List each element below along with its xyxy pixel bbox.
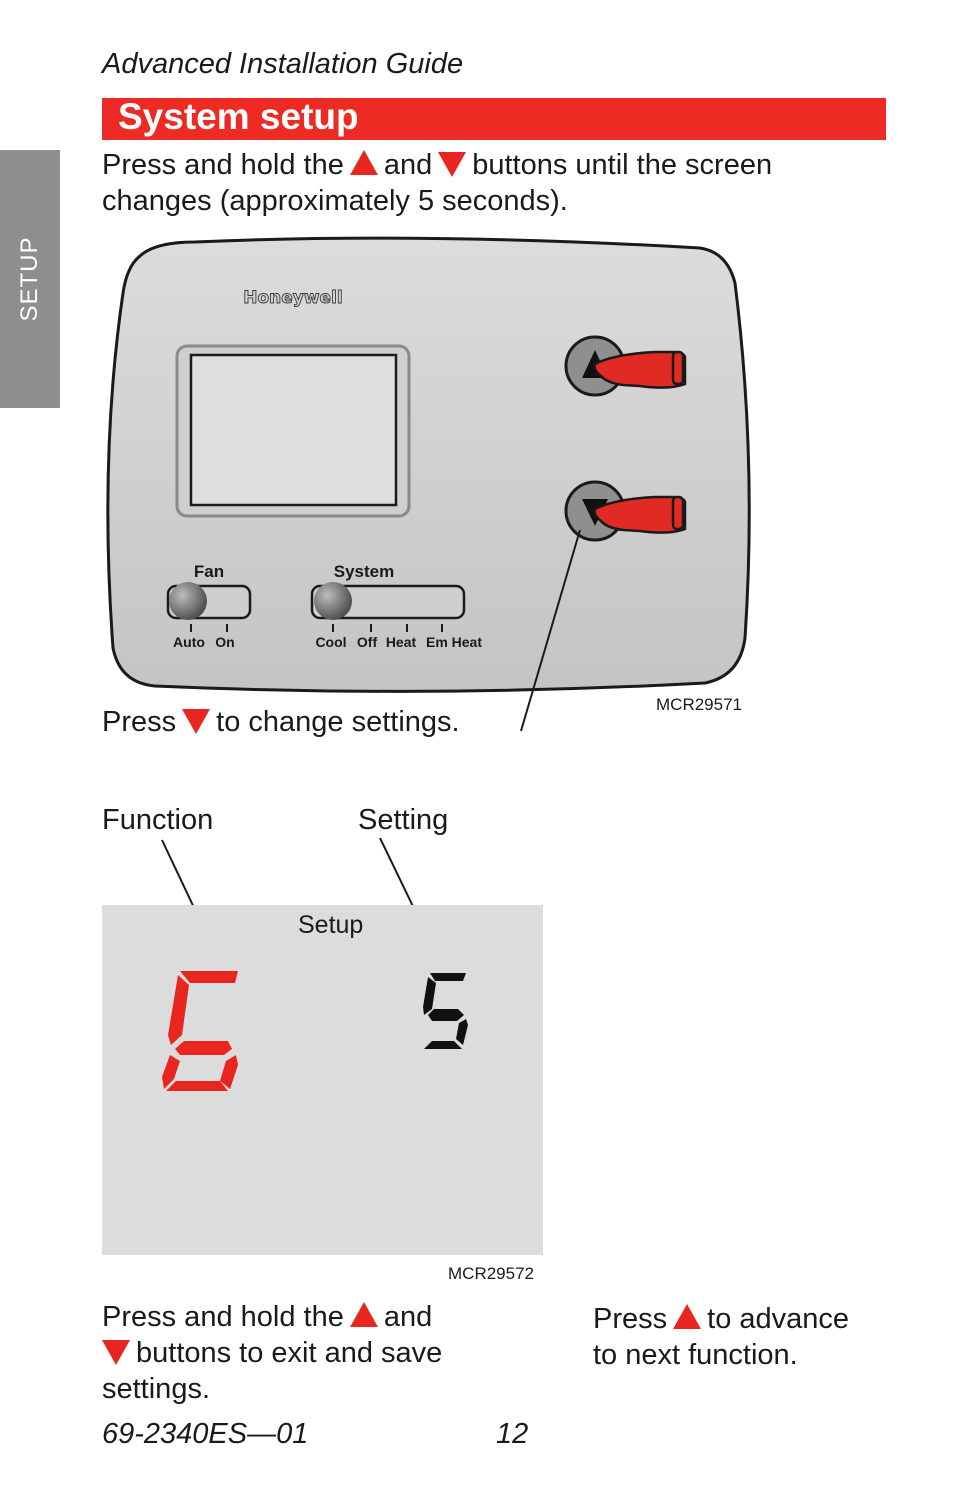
side-tab: SETUP	[0, 150, 60, 408]
up-arrow-icon	[349, 1302, 378, 1327]
system-position-cool: Cool	[315, 634, 346, 650]
down-arrow-icon	[102, 1340, 130, 1365]
up-arrow-icon	[349, 150, 378, 175]
system-position-em-heat: Em Heat	[426, 634, 482, 650]
figure-code-2: MCR29572	[448, 1264, 534, 1283]
setup-indicator: Setup	[298, 911, 364, 939]
system-switch-knob[interactable]	[314, 582, 352, 620]
up-arrow-icon	[673, 1304, 702, 1329]
system-label: System	[334, 562, 394, 581]
doc-number: 69-2340ES—01	[102, 1418, 309, 1450]
figure-code-1: MCR29571	[656, 695, 742, 714]
down-button[interactable]	[564, 480, 687, 542]
function-digit-6	[162, 971, 238, 1091]
exit-and: and	[383, 1301, 433, 1333]
section-header-bar: System setup	[102, 96, 886, 140]
up-button[interactable]	[564, 335, 687, 397]
guide-title: Advanced Installation Guide	[102, 48, 464, 80]
fan-position-auto: Auto	[173, 634, 205, 650]
system-position-off: Off	[357, 634, 378, 650]
exit-text-start: Press and hold the	[102, 1301, 344, 1333]
lcd-digits	[162, 971, 468, 1091]
intro-and: and	[383, 149, 433, 181]
intro-instruction: Press and hold the and buttons until the s…	[102, 147, 902, 219]
intro-text-start: Press and hold the	[102, 149, 344, 181]
exit-instruction: Press and hold the and buttons to exit an…	[102, 1299, 542, 1407]
setting-digit-5	[423, 973, 468, 1049]
exit-line-1: Press and hold the and	[102, 1299, 542, 1335]
fan-switch-knob[interactable]	[169, 582, 207, 620]
advance-instruction: Press to advance to next function.	[593, 1301, 923, 1373]
press-down-instruction: Press to change settings.	[102, 704, 460, 740]
advance-line-2: to next function.	[593, 1339, 798, 1371]
advance-line-1: Press to advance	[593, 1301, 923, 1337]
lcd-display-detail: Setup	[102, 905, 543, 1255]
thermostat-illustration: Honeywell Fan Auto On System Cool Off He…	[106, 236, 751, 693]
down-button-leader-line	[520, 529, 581, 732]
down-arrow-icon	[438, 152, 467, 177]
intro-text-end: buttons until the screen	[472, 149, 773, 181]
system-position-heat: Heat	[386, 634, 417, 650]
fan-position-on: On	[215, 634, 234, 650]
down-arrow-icon	[182, 709, 211, 734]
function-label: Function	[102, 804, 214, 836]
exit-line-3: settings.	[102, 1373, 210, 1405]
page-number: 12	[496, 1418, 529, 1450]
press-down-word: Press	[102, 706, 177, 738]
exit-line-2: buttons to exit and save	[102, 1335, 542, 1371]
section-title: System setup	[118, 96, 359, 137]
press-down-rest: to change settings.	[216, 706, 460, 738]
intro-line-2: changes (approximately 5 seconds).	[102, 185, 568, 217]
brand-logo: Honeywell	[243, 288, 343, 308]
setting-label: Setting	[358, 804, 449, 836]
intro-line-1: Press and hold the and buttons until the s…	[102, 147, 902, 183]
lcd-screen	[189, 353, 398, 507]
fan-label: Fan	[194, 562, 224, 581]
advance-rest: to advance	[707, 1303, 850, 1335]
advance-press-word: Press	[593, 1303, 668, 1335]
exit-text-end: buttons to exit and save	[136, 1337, 443, 1369]
